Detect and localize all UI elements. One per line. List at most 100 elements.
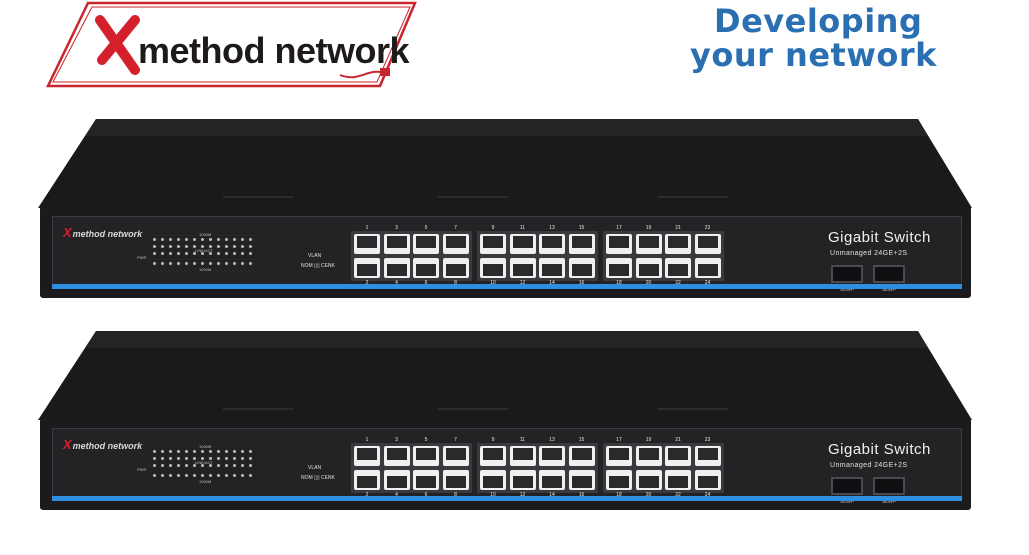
led-indicator (241, 464, 244, 467)
led-indicator (193, 262, 196, 265)
led-indicator (193, 450, 196, 453)
model-name: Gigabit Switch (828, 229, 931, 246)
led-indicator (233, 450, 236, 453)
port-number-label: 14 (549, 492, 555, 498)
led-indicator (185, 474, 188, 477)
ethernet-port-18[interactable] (606, 470, 632, 490)
ethernet-port-7[interactable] (442, 234, 469, 254)
ethernet-port-2[interactable] (354, 258, 380, 278)
ethernet-port-14[interactable] (539, 470, 565, 490)
ethernet-port-12[interactable] (509, 258, 536, 278)
led-label: 1000M (199, 267, 212, 272)
led-indicator (169, 252, 172, 255)
ethernet-port-14[interactable] (539, 258, 565, 278)
ethernet-port-9[interactable] (480, 234, 506, 254)
port-number-label: 10 (490, 280, 496, 286)
ethernet-port-17[interactable] (606, 446, 632, 466)
sfp-port-26[interactable] (873, 477, 905, 495)
led-indicator (185, 457, 188, 460)
ethernet-port-8[interactable] (442, 258, 469, 278)
led-indicator (153, 262, 156, 265)
ethernet-port-15[interactable] (568, 446, 595, 466)
led-indicator (185, 252, 188, 255)
vlan-label: VLAN (308, 253, 322, 259)
ethernet-port-17[interactable] (606, 234, 632, 254)
ethernet-port-13[interactable] (539, 446, 565, 466)
led-row (153, 449, 252, 454)
led-indicator (153, 457, 156, 460)
ethernet-port-5[interactable] (413, 446, 439, 466)
ethernet-port-4[interactable] (383, 470, 410, 490)
ethernet-port-11[interactable] (509, 446, 536, 466)
ethernet-port-7[interactable] (442, 446, 469, 466)
ethernet-port-3[interactable] (383, 234, 410, 254)
led-indicator (249, 474, 252, 477)
port-number-label: 17 (616, 225, 622, 231)
ethernet-port-16[interactable] (568, 258, 595, 278)
ethernet-port-5[interactable] (413, 234, 439, 254)
ethernet-port-21[interactable] (665, 446, 691, 466)
ethernet-port-6[interactable] (413, 258, 439, 278)
ethernet-port-19[interactable] (635, 234, 662, 254)
port-number-label: 19 (645, 225, 652, 231)
led-indicator (185, 262, 188, 265)
ethernet-port-2[interactable] (354, 470, 380, 490)
ethernet-port-23[interactable] (694, 234, 721, 254)
ethernet-port-18[interactable] (606, 258, 632, 278)
port-number-label: 19 (645, 437, 652, 443)
led-indicator (241, 450, 244, 453)
port-number-label: 2 (365, 492, 369, 498)
ethernet-port-1[interactable] (354, 234, 380, 254)
ethernet-port-8[interactable] (442, 470, 469, 490)
ethernet-port-24[interactable] (694, 470, 721, 490)
model-description: Unmanaged 24GE+2S (830, 462, 908, 469)
port-number-label: 24 (704, 492, 711, 498)
port-number-label: 2 (365, 280, 369, 286)
led-indicator (249, 262, 252, 265)
ethernet-port-16[interactable] (568, 470, 595, 490)
ethernet-port-20[interactable] (635, 470, 662, 490)
led-indicator (185, 238, 188, 241)
led-indicator (177, 474, 180, 477)
led-indicator (225, 262, 228, 265)
led-indicator (153, 450, 156, 453)
mode-switch[interactable]: NOM ▯▯ CENK (301, 475, 335, 481)
ethernet-port-24[interactable] (694, 258, 721, 278)
led-indicator (201, 262, 204, 265)
ethernet-port-10[interactable] (480, 470, 506, 490)
led-indicator (233, 474, 236, 477)
sfp-label-25: 25-SFP (840, 287, 854, 292)
sfp-port-26[interactable] (873, 265, 905, 283)
ethernet-port-9[interactable] (480, 446, 506, 466)
led-indicator (201, 464, 204, 467)
led-indicator (249, 245, 252, 248)
mode-switch[interactable]: NOM ▯▯ CENK (301, 263, 335, 269)
port-number-label: 16 (578, 280, 585, 286)
ethernet-port-1[interactable] (354, 446, 380, 466)
ethernet-port-15[interactable] (568, 234, 595, 254)
ethernet-port-6[interactable] (413, 470, 439, 490)
port-number-label: 12 (519, 492, 526, 498)
ethernet-port-23[interactable] (694, 446, 721, 466)
ethernet-port-21[interactable] (665, 234, 691, 254)
ethernet-port-3[interactable] (383, 446, 410, 466)
ethernet-port-22[interactable] (665, 470, 691, 490)
led-indicator (161, 474, 164, 477)
led-indicator (217, 245, 220, 248)
port-number-label: 15 (578, 437, 585, 443)
port-number-label: 14 (549, 280, 555, 286)
led-indicator (193, 245, 196, 248)
ethernet-port-22[interactable] (665, 258, 691, 278)
ethernet-port-12[interactable] (509, 470, 536, 490)
sfp-port-25[interactable] (831, 477, 863, 495)
ethernet-port-13[interactable] (539, 234, 565, 254)
port-number-label: 11 (519, 437, 526, 443)
led-indicator (201, 450, 204, 453)
ethernet-port-10[interactable] (480, 258, 506, 278)
sfp-port-25[interactable] (831, 265, 863, 283)
ethernet-port-20[interactable] (635, 258, 662, 278)
ethernet-port-11[interactable] (509, 234, 536, 254)
ethernet-port-19[interactable] (635, 446, 662, 466)
ethernet-port-4[interactable] (383, 258, 410, 278)
